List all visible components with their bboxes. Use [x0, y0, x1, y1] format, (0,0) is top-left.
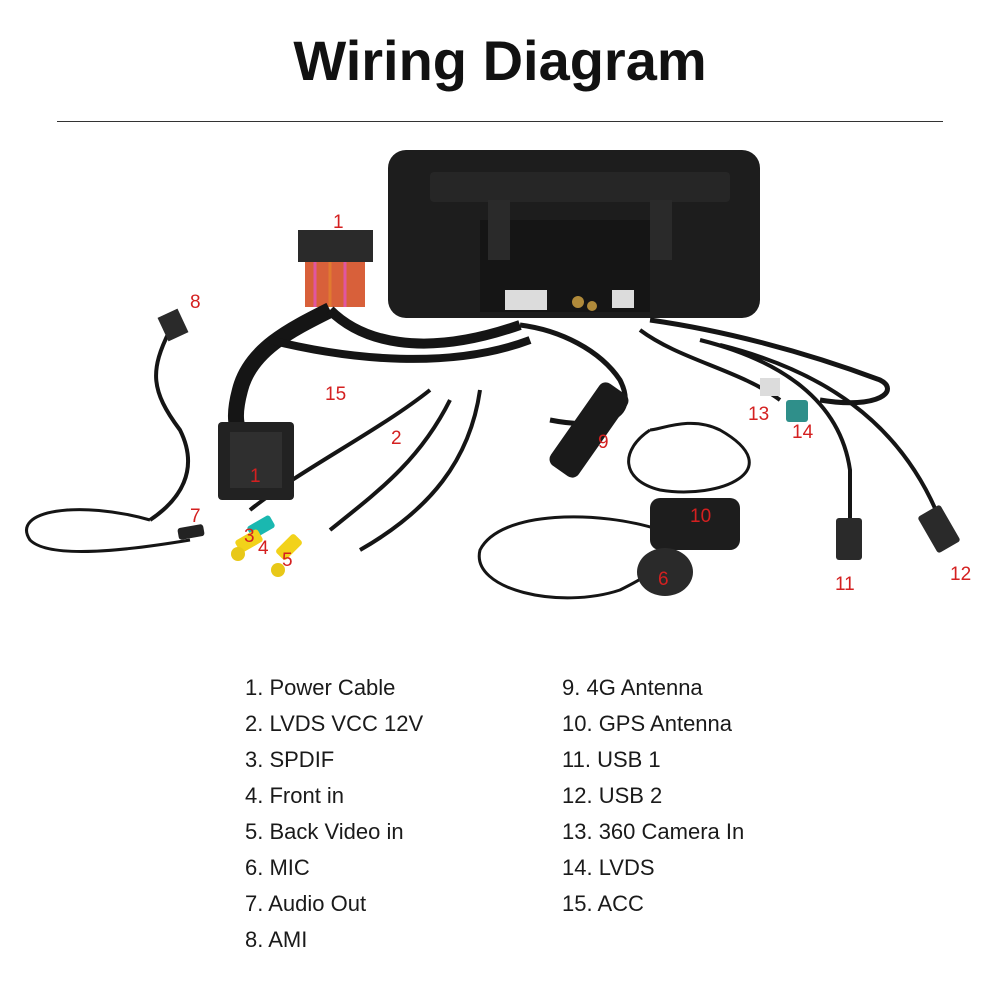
callout-15: 15: [325, 384, 346, 405]
callout-7: 7: [190, 506, 201, 527]
callout-1-top: 1: [333, 212, 344, 233]
legend-item: 7. Audio Out: [245, 891, 367, 916]
legend-item: 10. GPS Antenna: [562, 711, 733, 736]
head-unit: [388, 150, 760, 318]
rca-connectors: [177, 515, 302, 577]
legend-right: 9. 4G Antenna 10. GPS Antenna 11. USB 1 …: [562, 670, 744, 922]
legend-item: 15. ACC: [562, 891, 644, 916]
legend-item: 8. AMI: [245, 927, 308, 952]
cable-loom: [25, 302, 942, 600]
callout-10: 10: [690, 506, 711, 527]
legend-item: 11. USB 1: [562, 747, 661, 772]
legend-item: 2. LVDS VCC 12V: [245, 711, 424, 736]
legend-item: 5. Back Video in: [245, 819, 404, 844]
callout-12: 12: [950, 564, 971, 585]
4g-antenna: [549, 382, 629, 478]
legend-item: 12. USB 2: [562, 783, 663, 808]
title-divider: [57, 121, 943, 122]
callout-5: 5: [282, 550, 293, 571]
page-title: Wiring Diagram: [293, 29, 707, 92]
mic: [637, 548, 693, 596]
callout-13: 13: [748, 404, 769, 425]
callout-2: 2: [391, 428, 402, 449]
callout-11: 11: [835, 574, 855, 595]
callout-9: 9: [598, 432, 609, 453]
legend-item: 4. Front in: [245, 783, 345, 808]
gps-antenna: [650, 498, 740, 550]
lvds-connectors: [760, 378, 808, 422]
callout-4: 4: [258, 538, 269, 559]
legend-item: 6. MIC: [245, 855, 310, 880]
callout-6: 6: [658, 569, 669, 590]
callout-3: 3: [244, 526, 255, 547]
callout-14: 14: [792, 422, 814, 443]
legend-item: 14. LVDS: [562, 855, 655, 880]
legend-item: 1. Power Cable: [245, 675, 396, 700]
callout-8: 8: [190, 292, 201, 313]
power-connector-top: [298, 230, 373, 307]
legend-item: 3. SPDIF: [245, 747, 335, 772]
legend-left: 1. Power Cable 2. LVDS VCC 12V 3. SPDIF …: [245, 670, 423, 958]
wiring-figure: 1 1 2 3 4 5 6 7 8 9 10 11 12 13 14 15: [25, 150, 971, 600]
power-connector-bottom: [218, 422, 294, 500]
ami-connector: [157, 308, 189, 342]
callout-1-bottom: 1: [250, 466, 261, 487]
usb-connectors: [836, 505, 960, 560]
legend-item: 9. 4G Antenna: [562, 675, 703, 700]
legend-item: 13. 360 Camera In: [562, 819, 745, 844]
